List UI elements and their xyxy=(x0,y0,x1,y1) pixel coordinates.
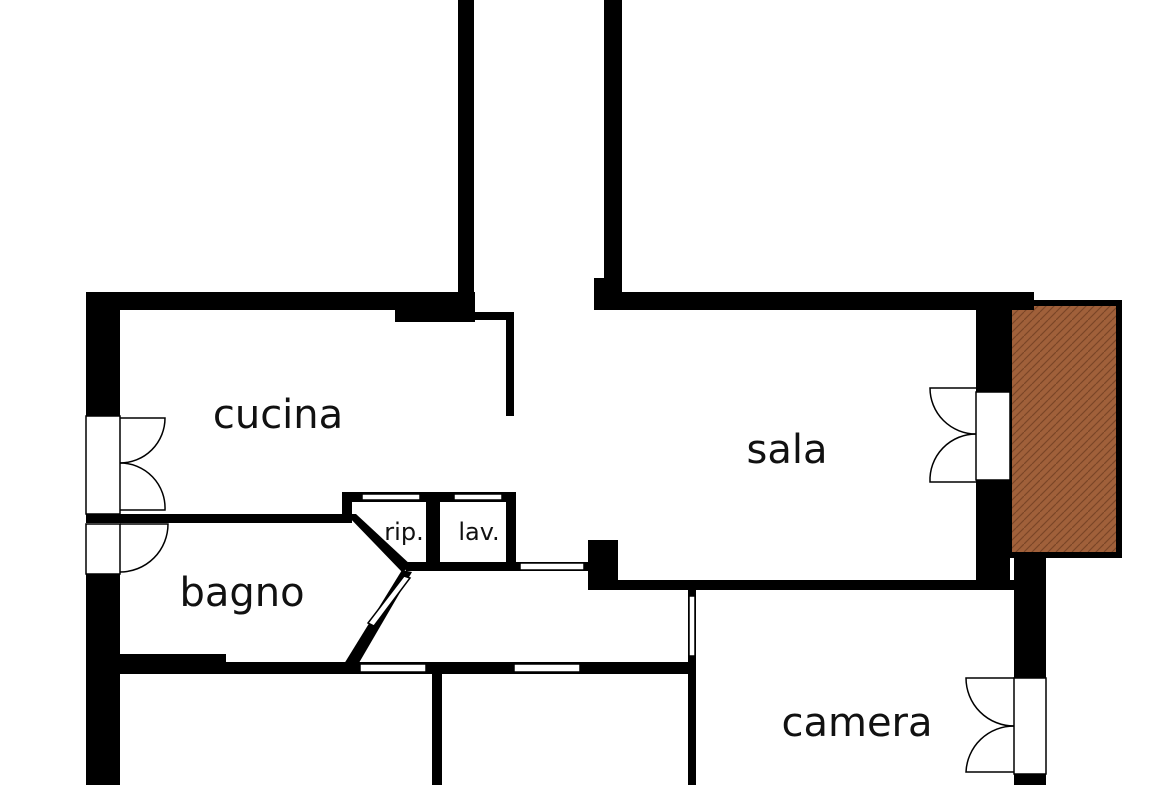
kitchen-door-arc-bottom xyxy=(119,462,166,511)
kitchen-window xyxy=(85,415,121,515)
bedroom-door-arc-top xyxy=(965,677,1015,727)
living-door-arc-top xyxy=(929,387,977,435)
bathroom-door-opening xyxy=(366,575,412,627)
label-lav: lav. xyxy=(458,518,499,546)
terrace-tiles xyxy=(1012,306,1116,552)
label-bagno: bagno xyxy=(179,570,304,616)
rip-vent xyxy=(361,493,421,501)
hall-opening-left xyxy=(359,663,427,673)
terrace xyxy=(1006,300,1122,558)
bathroom-window-arc xyxy=(119,523,169,573)
label-sala: sala xyxy=(747,427,828,473)
kitchen-door-arc-top xyxy=(119,417,166,464)
bathroom-window xyxy=(85,523,121,575)
hall-opening-right xyxy=(513,663,581,673)
lav-vent xyxy=(453,493,503,501)
bedroom-door-opening xyxy=(688,595,696,657)
bedroom-door-arc-bottom xyxy=(965,725,1015,773)
hall-opening xyxy=(519,562,585,571)
bedroom-window xyxy=(1013,677,1047,775)
label-camera: camera xyxy=(781,700,932,746)
windows xyxy=(85,391,1047,775)
label-rip: rip. xyxy=(384,518,423,546)
label-cucina: cucina xyxy=(213,392,343,438)
living-window xyxy=(975,391,1011,481)
door-arcs xyxy=(119,387,1015,773)
living-door-arc-bottom xyxy=(929,433,977,483)
walls xyxy=(86,0,1046,785)
